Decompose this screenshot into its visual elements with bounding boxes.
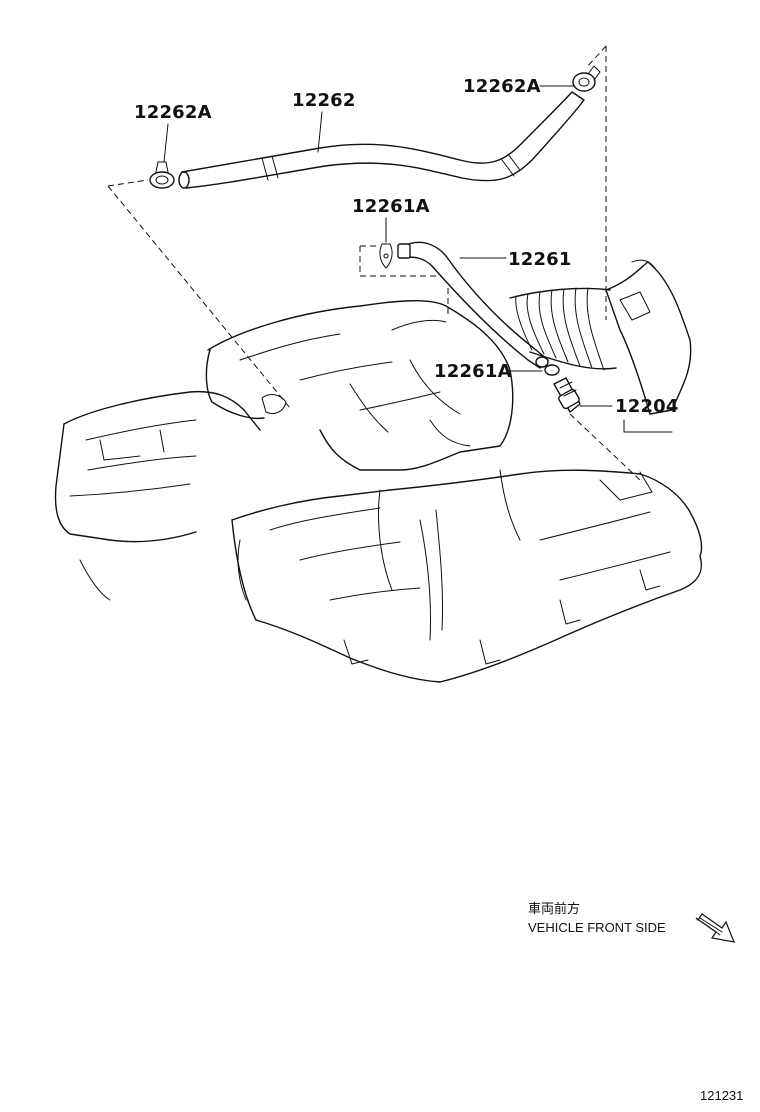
- label-hose-clamp-right: 12262A: [463, 76, 541, 97]
- label-pcv-clamp-top: 12261A: [352, 196, 430, 217]
- engine-block-drawing: [54, 300, 703, 683]
- pcv-valve-drawing: [553, 377, 581, 413]
- label-hose-clamp-left: 12262A: [134, 102, 212, 123]
- hose-clamp-right-drawing: [572, 65, 601, 92]
- ventilation-hose-drawing: [178, 91, 585, 189]
- vehicle-front-label-english: VEHICLE FRONT SIDE: [528, 920, 666, 935]
- label-pcv-hose: 12261: [508, 249, 572, 270]
- air-intake-duct-drawing: [509, 259, 692, 433]
- label-ventilation-hose: 12262: [292, 90, 356, 111]
- vehicle-front-arrow-icon: [695, 913, 735, 943]
- hose-clamp-left-drawing: [149, 161, 175, 189]
- label-pcv-valve: 12204: [615, 396, 679, 417]
- label-pcv-clamp-bottom: 12261A: [434, 361, 512, 382]
- pcv-clamp-bottom-drawing: [544, 364, 560, 376]
- diagram-reference-number: 121231: [700, 1088, 744, 1103]
- vehicle-front-label-japanese: 車両前方: [528, 901, 581, 916]
- pcv-hose-drawing: [397, 241, 549, 369]
- pcv-clamp-top-drawing: [379, 243, 393, 269]
